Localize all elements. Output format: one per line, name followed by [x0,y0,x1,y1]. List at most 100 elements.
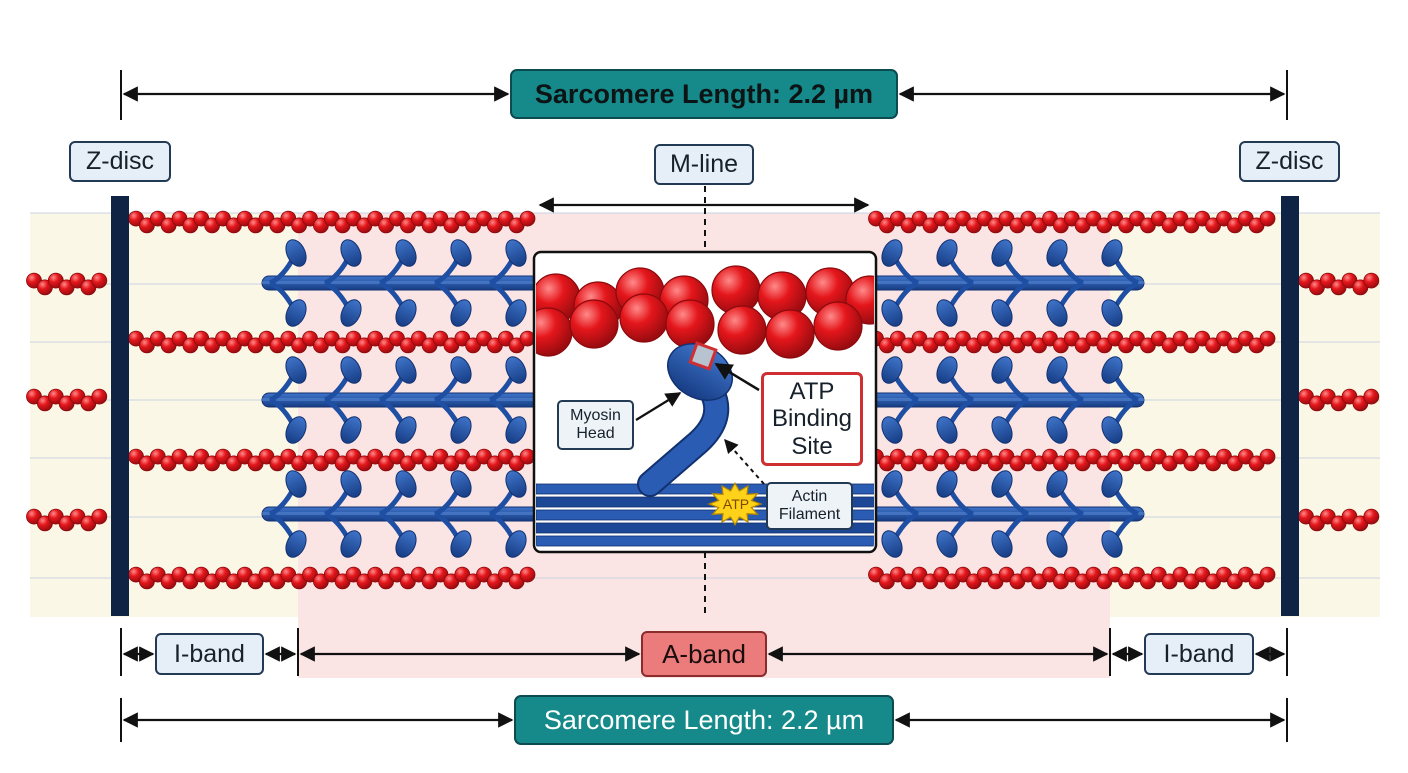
actin-bead [1363,272,1380,289]
myosin-head [1046,416,1068,444]
inset-actin-bead [619,293,669,343]
myosin-head [1101,239,1123,267]
myosin-head [340,239,362,267]
actin-filament-edge-right-2 [1298,388,1380,412]
inset-myosin-strand [536,535,874,547]
myosin-head [505,470,527,498]
myosin-head [881,299,903,327]
myosin-head [505,299,527,327]
atp-binding-site-marker [688,341,718,371]
myosin-head [991,530,1013,558]
myosin-head [450,530,472,558]
myosin-head [1101,470,1123,498]
myosin-head [395,356,417,384]
myosin-head [991,299,1013,327]
myosin-head [285,470,307,498]
actin-filament-edge-right-1 [1298,272,1380,296]
myosin-head [450,299,472,327]
actin-filament-left-1 [128,210,536,234]
myosin-head [395,416,417,444]
actin-bead [1363,388,1380,405]
myosin-head [395,470,417,498]
inset-myosin-strand [536,509,874,521]
myosin-head [505,416,527,444]
myosin-head [450,470,472,498]
inset-actin-bead [569,299,619,349]
z-disc-right [1281,196,1299,616]
z-disc-right-label: Z-disc [1239,141,1340,182]
sarcomere-length-top-label: Sarcomere Length: 2.2 µm [510,69,898,119]
myosin-head [395,239,417,267]
myosin-head [1046,239,1068,267]
myosin-head [450,356,472,384]
actin-filament-edge-left-1 [26,272,108,296]
myosin-head [1046,530,1068,558]
actin-bead [1259,448,1276,465]
actin-filament-left-4 [128,566,536,590]
actin-filament-left-2 [128,330,536,354]
myosin-head [505,239,527,267]
i-band-left-label: I-band [155,633,264,675]
myosin-head [881,239,903,267]
myosin-head [395,530,417,558]
myosin-head [936,356,958,384]
myosin-head [285,239,307,267]
actin-filament-right-2 [868,330,1276,354]
inset-actin-bead [813,301,863,351]
actin-bead [519,210,536,227]
myosin-head [936,530,958,558]
myosin-filament-2 [261,356,1145,444]
sarcomere-length-bottom-label: Sarcomere Length: 2.2 µm [514,695,894,745]
actin-filament-left-3 [128,448,536,472]
myosin-head [881,356,903,384]
actin-bead [91,272,108,289]
myosin-head [285,356,307,384]
myosin-head [1046,470,1068,498]
actin-filament-pointer [724,438,765,485]
myosin-head-pointer [635,392,682,421]
myosin-head [340,299,362,327]
myosin-head [1046,299,1068,327]
myosin-head [936,239,958,267]
actin-bead [1259,566,1276,583]
myosin-head [936,470,958,498]
myosin-head [1101,356,1123,384]
inset-content [536,265,874,547]
myosin-head [991,416,1013,444]
atp-starburst [707,481,763,527]
cross-bridge-inset [532,250,878,554]
inset-actin-bead [717,305,767,355]
actin-filament-edge-right-3 [1298,508,1380,532]
actin-bead [91,388,108,405]
inset-myosin-strand [536,496,874,508]
actin-bead [1363,508,1380,525]
myosin-head [936,299,958,327]
myosin-head [450,416,472,444]
myosin-head [1101,530,1123,558]
myosin-head [285,416,307,444]
i-band-right-label: I-band [1144,633,1254,675]
z-discs [111,196,1299,616]
m-line-label: M-line [654,144,754,185]
actin-bead [1259,210,1276,227]
myosin-head [285,299,307,327]
atp-binding-site-pointer [714,362,760,392]
actin-filament-edge-left-3 [26,508,108,532]
atp-badge-label: ATP [722,496,750,512]
myosin-head [881,416,903,444]
actin-filaments [26,210,1380,590]
myosin-head [450,239,472,267]
inset-myosin-strand [536,522,874,534]
actin-bead [1259,330,1276,347]
actin-bead [91,508,108,525]
actin-filament-right-4 [868,566,1276,590]
myosin-head [340,470,362,498]
myosin-head [991,239,1013,267]
